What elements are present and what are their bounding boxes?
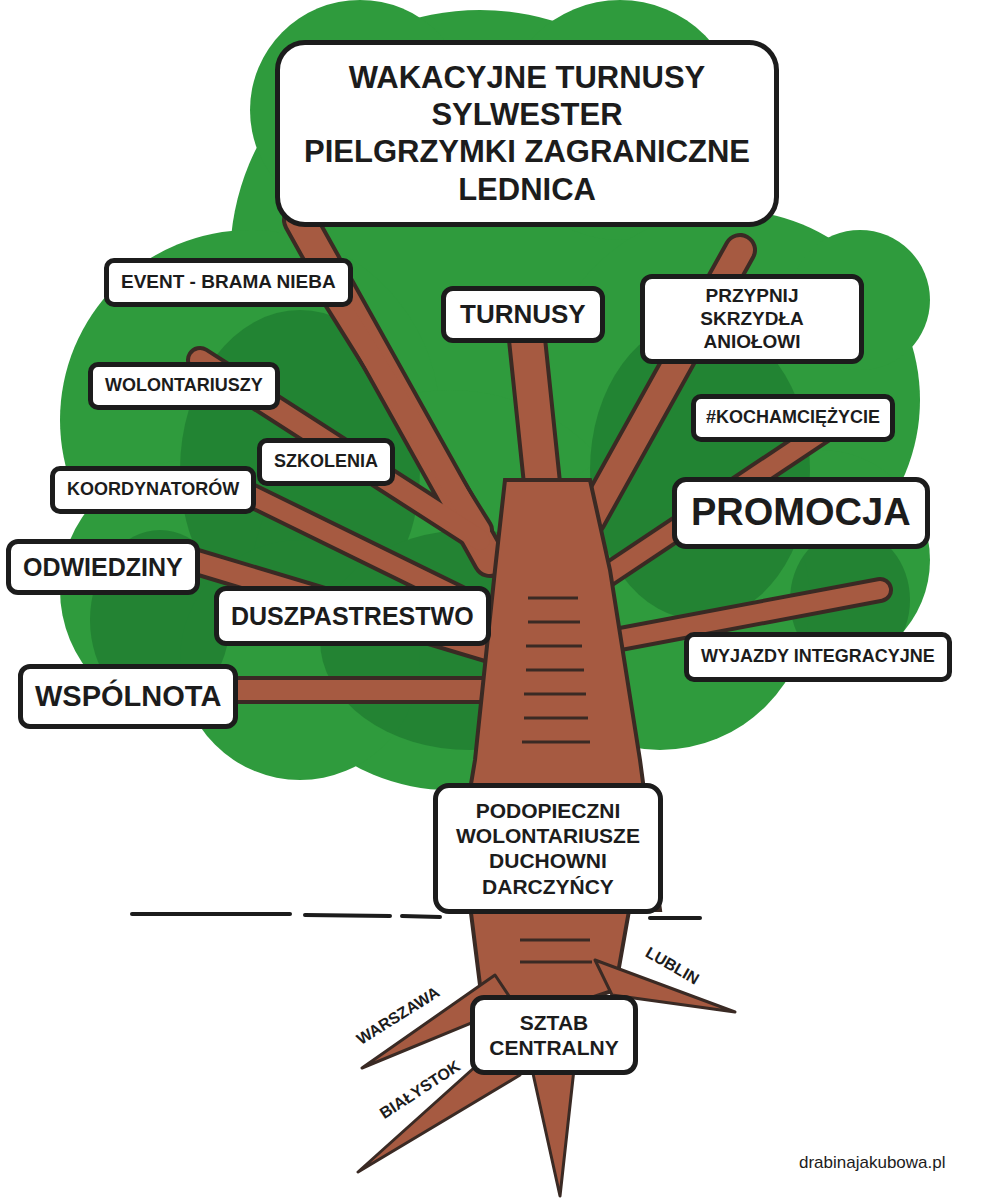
box-text: SYLWESTER	[304, 96, 750, 133]
watermark: drabinajakubowa.pl	[796, 1153, 949, 1174]
box-text: LEDNICA	[304, 171, 750, 208]
crown-box: WAKACYJNE TURNUSYSYLWESTERPIELGRZYMKI ZA…	[275, 40, 779, 227]
branch-box: TURNUSY	[441, 286, 605, 343]
trunk-box: PODOPIECZNIWOLONTARIUSZEDUCHOWNIDARCZYŃC…	[433, 783, 663, 914]
branch-box: EVENT - BRAMA NIEBA	[104, 258, 353, 307]
box-text: ODWIEDZINY	[23, 552, 183, 582]
box-text: #KOCHAMCIĘŻYCIE	[706, 407, 880, 429]
box-text: PIELGRZYMKI ZAGRANICZNE	[304, 133, 750, 170]
ground-line	[132, 914, 700, 918]
trunk-box: SZTAB CENTRALNY	[470, 995, 638, 1075]
box-text: PODOPIECZNI	[456, 798, 640, 823]
box-text: DUCHOWNI	[456, 848, 640, 873]
branch-box: DUSZPASTRESTWO	[214, 586, 491, 646]
branch-box: SZKOLENIA	[257, 438, 395, 486]
box-text: WOLONTARIUSZE	[456, 823, 640, 848]
box-text: DUSZPASTRESTWO	[231, 601, 474, 631]
branch-box: WSPÓLNOTA	[18, 664, 238, 729]
box-text: DARCZYŃCY	[456, 874, 640, 899]
box-text: PROMOCJA	[691, 490, 911, 536]
box-text: WOLONTARIUSZY	[105, 375, 263, 397]
branch-box: WOLONTARIUSZY	[88, 362, 280, 410]
box-text: TURNUSY	[460, 299, 586, 330]
box-text: KOORDYNATORÓW	[67, 479, 239, 501]
box-text: EVENT - BRAMA NIEBA	[121, 271, 336, 294]
tree-trunk	[450, 480, 660, 1000]
box-text: SZKOLENIA	[274, 451, 378, 473]
box-text: PRZYPNIJ SKRZYDŁA ANIOŁOWI	[657, 285, 847, 353]
branch-box: WYJAZDY INTEGRACYJNE	[684, 632, 952, 682]
branch-box: #KOCHAMCIĘŻYCIE	[691, 394, 895, 442]
branch-box: PROMOCJA	[672, 477, 930, 549]
branch-box: PRZYPNIJ SKRZYDŁA ANIOŁOWI	[640, 274, 864, 364]
branch-box: KOORDYNATORÓW	[50, 466, 256, 514]
box-text: WSPÓLNOTA	[35, 679, 221, 714]
box-text: WAKACYJNE TURNUSY	[304, 59, 750, 96]
box-text: WYJAZDY INTEGRACYJNE	[701, 646, 935, 668]
box-text: SZTAB CENTRALNY	[489, 1010, 619, 1060]
branch-box: ODWIEDZINY	[6, 539, 200, 595]
